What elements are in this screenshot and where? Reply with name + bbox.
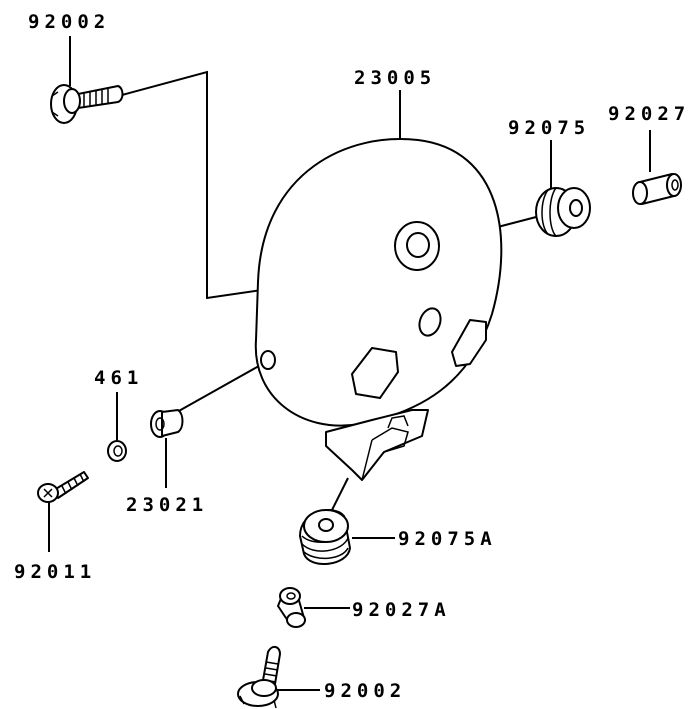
label-grommet-bottom: 92075A	[398, 528, 497, 550]
label-headlight-housing: 23005	[354, 67, 436, 89]
label-collar-right: 92027	[608, 103, 690, 125]
headlight-housing	[254, 138, 503, 481]
leader-bracket	[329, 477, 349, 515]
leader-23021-to-hole	[176, 361, 267, 413]
nut	[107, 440, 127, 462]
part-number-labels: 92002 23005 92075 92027 461 23021 92011 …	[14, 11, 690, 702]
label-bolt-top: 92002	[28, 11, 110, 33]
label-collar-bottom: 92027A	[352, 599, 451, 621]
leader-bolt-top	[121, 70, 263, 300]
bolt-top	[50, 84, 124, 124]
screw	[37, 471, 89, 503]
bolt-bottom	[237, 646, 281, 709]
grommet-small	[150, 409, 184, 438]
collar-right	[632, 173, 682, 205]
collar-bottom	[277, 587, 306, 628]
label-grommet-small: 23021	[126, 494, 208, 516]
label-bolt-bottom: 92002	[324, 680, 406, 702]
label-nut: 461	[94, 367, 143, 389]
grommet-bottom	[299, 509, 351, 566]
label-screw: 92011	[14, 561, 96, 583]
grommet-right	[535, 187, 591, 237]
label-grommet-right: 92075	[508, 117, 590, 139]
